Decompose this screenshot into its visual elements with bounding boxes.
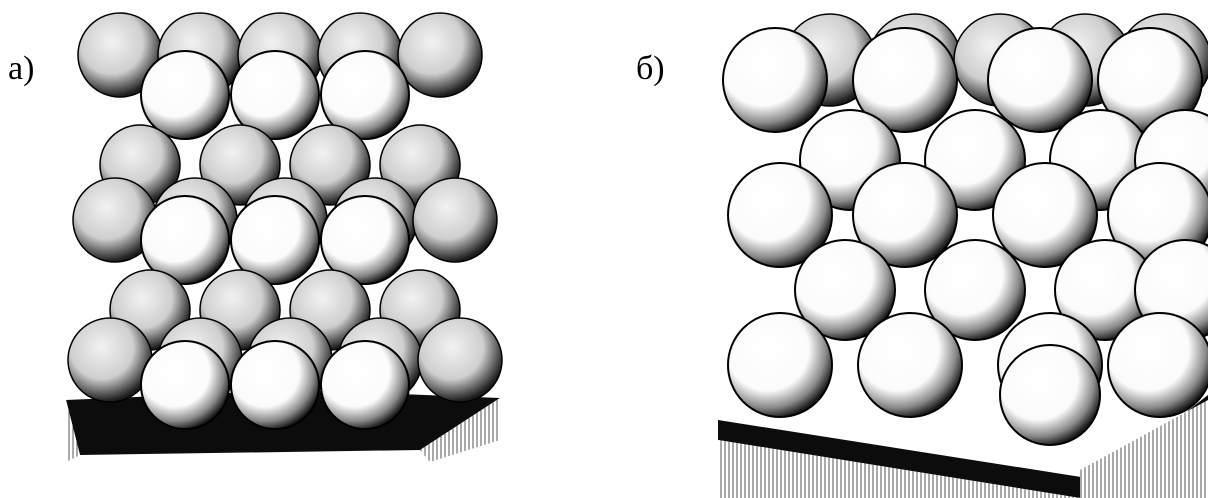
sphere [141,341,229,429]
sphere [68,318,152,402]
sphere-stack-a [68,13,502,429]
sphere [141,51,229,139]
sphere [858,313,962,417]
sphere [231,341,319,429]
sphere-stack-b [723,14,1208,445]
sphere [398,13,482,97]
sphere [1108,313,1208,417]
sphere [723,28,827,132]
sphere [413,178,497,262]
sphere [728,313,832,417]
sphere [418,318,502,402]
sphere [1000,345,1100,445]
sphere [321,341,409,429]
